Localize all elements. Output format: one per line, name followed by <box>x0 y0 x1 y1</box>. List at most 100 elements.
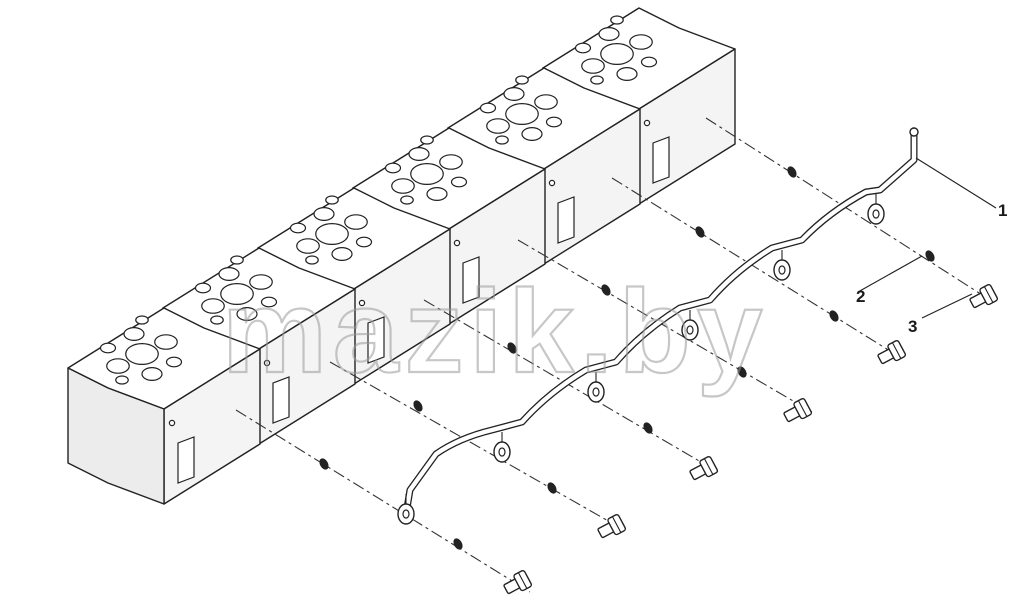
washers-group <box>319 166 935 550</box>
banjo-bolt-2 <box>783 398 812 423</box>
head-port-0 <box>220 283 254 306</box>
bolt-hex-edge <box>611 516 622 533</box>
head-port-6 <box>355 236 373 248</box>
head-port-7 <box>135 315 149 325</box>
cylinder-head-1 <box>67 307 261 505</box>
head-port-3 <box>313 207 335 222</box>
axis-line-0 <box>705 117 991 301</box>
head-port-1 <box>581 58 605 74</box>
banjo-bolt-5 <box>503 570 532 595</box>
banjo-bore-0 <box>872 209 880 219</box>
axis-line-5 <box>235 409 531 593</box>
washer-0 <box>787 166 797 178</box>
head-port-3 <box>408 147 430 162</box>
head-port-6 <box>640 56 658 68</box>
washer-1 <box>925 250 935 262</box>
fuel-inlet-hole <box>643 119 651 127</box>
head-port-4 <box>141 367 163 382</box>
banjo-bore-5 <box>402 509 410 519</box>
head-port-0 <box>600 42 634 65</box>
head-port-7 <box>230 255 244 265</box>
washer-9 <box>547 482 557 494</box>
callout-1-leader <box>915 157 997 209</box>
banjo-bore-3 <box>592 387 600 397</box>
head-port-6 <box>450 176 468 188</box>
head-front-face <box>67 367 165 505</box>
head-port-8 <box>400 195 414 205</box>
callout-3-label: 3 <box>908 317 917 336</box>
head-port-4 <box>331 247 353 262</box>
bolt-hex-edge <box>797 400 808 417</box>
head-port-1 <box>486 118 510 134</box>
injector-window <box>177 436 195 484</box>
head-port-7 <box>515 75 529 85</box>
head-port-4 <box>616 66 638 81</box>
head-port-0 <box>410 163 444 186</box>
bolts-group <box>503 284 998 595</box>
washer-11 <box>453 538 463 550</box>
head-port-1 <box>296 238 320 254</box>
assembly-axis-lines <box>235 117 991 593</box>
callout-2-leader <box>857 255 923 293</box>
banjo-bore-4 <box>498 447 506 457</box>
fuel-inlet-hole <box>453 239 461 247</box>
axis-line-2 <box>517 239 813 413</box>
callout-2-label: 2 <box>856 287 865 306</box>
head-port-3 <box>123 327 145 342</box>
fuel-inlet-hole <box>168 419 176 427</box>
head-port-0 <box>505 102 539 125</box>
head-port-1 <box>201 298 225 314</box>
injector-window <box>367 316 385 364</box>
bolt-hex-edge <box>703 458 714 475</box>
washer-6 <box>507 342 517 354</box>
washer-4 <box>601 284 611 296</box>
fuel-inlet-hole <box>548 179 556 187</box>
head-port-1 <box>391 178 415 194</box>
injector-window <box>462 256 480 304</box>
callout-3-leader <box>921 293 973 319</box>
fuel-inlet-hole <box>358 299 366 307</box>
head-port-8 <box>590 75 604 85</box>
head-port-2 <box>344 214 368 230</box>
head-port-2 <box>534 94 558 110</box>
head-port-2 <box>154 334 178 350</box>
injector-window <box>272 376 290 424</box>
head-port-5 <box>479 102 497 114</box>
washer-10 <box>319 458 329 470</box>
head-port-8 <box>495 135 509 145</box>
bolt-hex-edge <box>517 572 528 589</box>
washer-5 <box>737 366 747 378</box>
head-port-7 <box>610 15 624 25</box>
head-port-0 <box>315 223 349 246</box>
axis-line-1 <box>611 177 899 357</box>
banjo-bolt-1 <box>877 340 906 365</box>
head-port-0 <box>125 343 159 366</box>
head-port-2 <box>629 34 653 50</box>
head-port-7 <box>325 195 339 205</box>
bolt-hex-edge <box>891 342 902 359</box>
head-port-6 <box>165 356 183 368</box>
injector-window <box>652 136 670 184</box>
head-port-5 <box>384 162 402 174</box>
fuel-pipe-bore <box>403 129 917 517</box>
axis-line-3 <box>423 299 719 473</box>
injector-window <box>557 196 575 244</box>
head-port-5 <box>194 282 212 294</box>
head-port-2 <box>439 154 463 170</box>
head-port-8 <box>115 375 129 385</box>
washer-3 <box>829 310 839 322</box>
fuel-pipe <box>397 127 919 525</box>
banjo-bolt-3 <box>689 456 718 481</box>
bolt-hex-edge <box>983 286 994 303</box>
head-port-7 <box>420 135 434 145</box>
banjo-bolt-0 <box>969 284 998 309</box>
head-port-5 <box>574 42 592 54</box>
washer-8 <box>413 400 423 412</box>
head-port-4 <box>236 307 258 322</box>
head-port-2 <box>249 274 273 290</box>
callout-1-label: 1 <box>998 201 1007 220</box>
fuel-pipe-end-cap <box>909 127 919 137</box>
head-port-4 <box>426 187 448 202</box>
